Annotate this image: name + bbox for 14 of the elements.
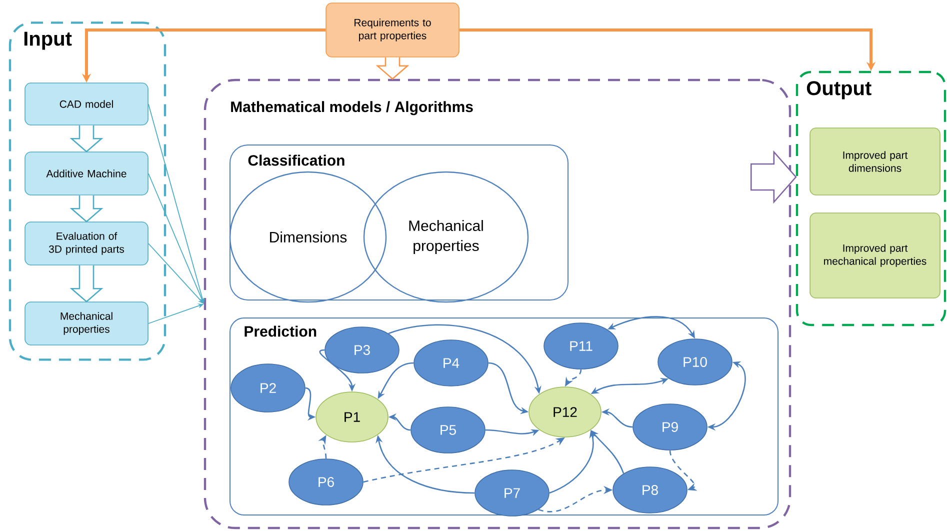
process-box: Mechanical properties [24, 302, 148, 346]
output-box: Improved part mechanical properties [810, 212, 940, 298]
arrow [669, 450, 698, 491]
process-box: Evaluation of 3D printed parts [24, 222, 148, 266]
block-arrow [376, 56, 410, 80]
block-arrow [750, 150, 797, 204]
block-arrow [70, 194, 104, 222]
block-arrow [70, 124, 104, 152]
output-box: Improved part dimensions [810, 128, 940, 196]
block-arrow [70, 264, 104, 302]
requirements-box: Requirements to part properties [326, 2, 460, 58]
arrow [148, 243, 204, 304]
process-box: Additive Machine [24, 152, 148, 196]
process-box: CAD model [24, 82, 148, 126]
